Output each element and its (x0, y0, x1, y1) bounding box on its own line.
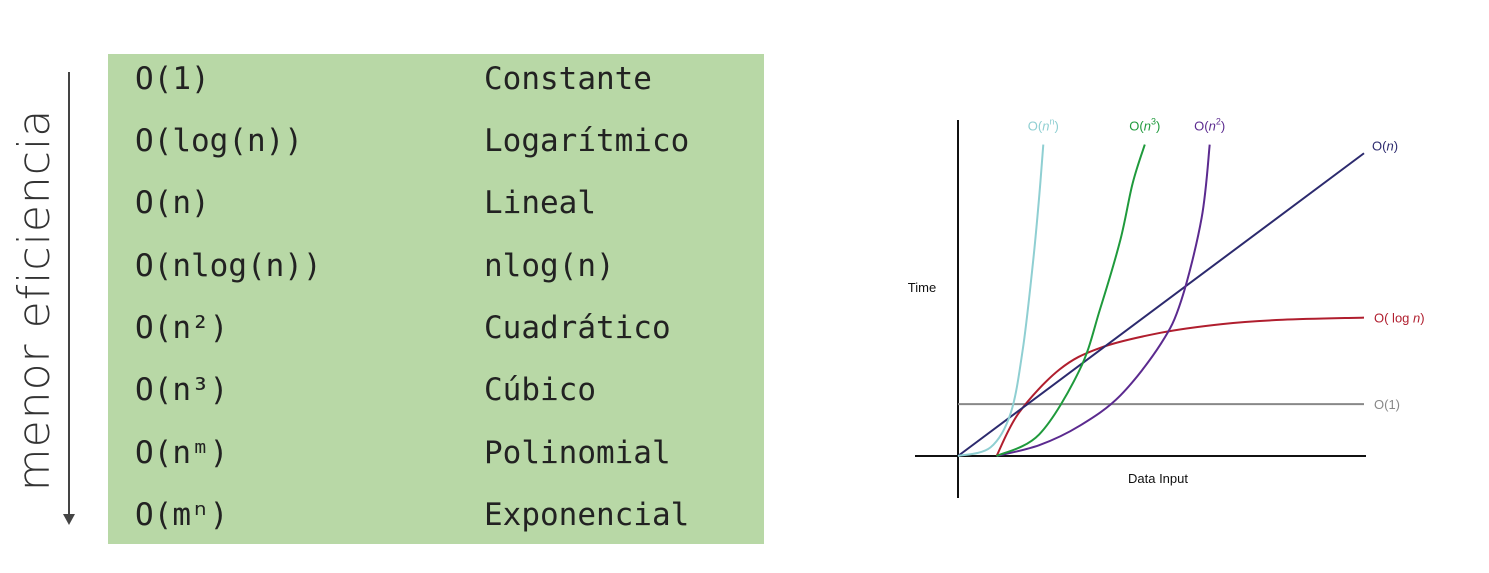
complexity-notation: O(nᵐ) (135, 435, 229, 471)
x-axis-label: Data Input (1128, 471, 1188, 486)
complexity-notation: O(n³) (135, 372, 229, 408)
down-arrow-icon (63, 514, 75, 525)
table-row: O(mⁿ) Exponencial (108, 485, 764, 545)
efficiency-arrow-line (68, 72, 70, 520)
series-label: O( log n) (1374, 311, 1425, 326)
series-label: O(n2) (1194, 117, 1225, 134)
series-label: O(n3) (1129, 117, 1160, 134)
series-label: O(n) (1372, 138, 1398, 153)
series-label: O(1) (1374, 397, 1400, 412)
complexity-name: Exponencial (484, 497, 690, 533)
complexity-name: nlog(n) (484, 248, 615, 284)
complexity-notation: O(log(n)) (135, 123, 303, 159)
table-row: O(1) Constante (108, 49, 764, 109)
table-row: O(nᵐ) Polinomial (108, 423, 764, 483)
complexity-notation: O(nlog(n)) (135, 248, 322, 284)
y-axis-label: Time (908, 280, 936, 295)
series-line (957, 144, 1045, 457)
complexity-notation: O(n²) (135, 310, 229, 346)
complexity-name: Lineal (484, 185, 596, 221)
complexity-name: Cuadrático (484, 310, 671, 346)
complexity-notation: O(n) (135, 185, 210, 221)
table-row: O(n³) Cúbico (108, 360, 764, 420)
table-row: O(nlog(n)) nlog(n) (108, 236, 764, 296)
complexity-name: Logarítmico (484, 123, 690, 159)
series-line (957, 152, 1365, 457)
table-row: O(log(n)) Logarítmico (108, 111, 764, 171)
complexity-notation: O(1) (135, 61, 210, 97)
table-row: O(n²) Cuadrático (108, 298, 764, 358)
table-row: O(n) Lineal (108, 173, 764, 233)
series-label: O(nn) (1028, 117, 1059, 134)
complexity-name: Constante (484, 61, 652, 97)
series-line (996, 144, 1211, 457)
series-line (996, 144, 1146, 457)
complexity-notation: O(mⁿ) (135, 497, 229, 533)
complexity-table: O(1) Constante O(log(n)) Logarítmico O(n… (108, 54, 764, 544)
efficiency-axis-label: menor eficiencia (9, 108, 60, 492)
complexity-name: Polinomial (484, 435, 671, 471)
complexity-name: Cúbico (484, 372, 596, 408)
